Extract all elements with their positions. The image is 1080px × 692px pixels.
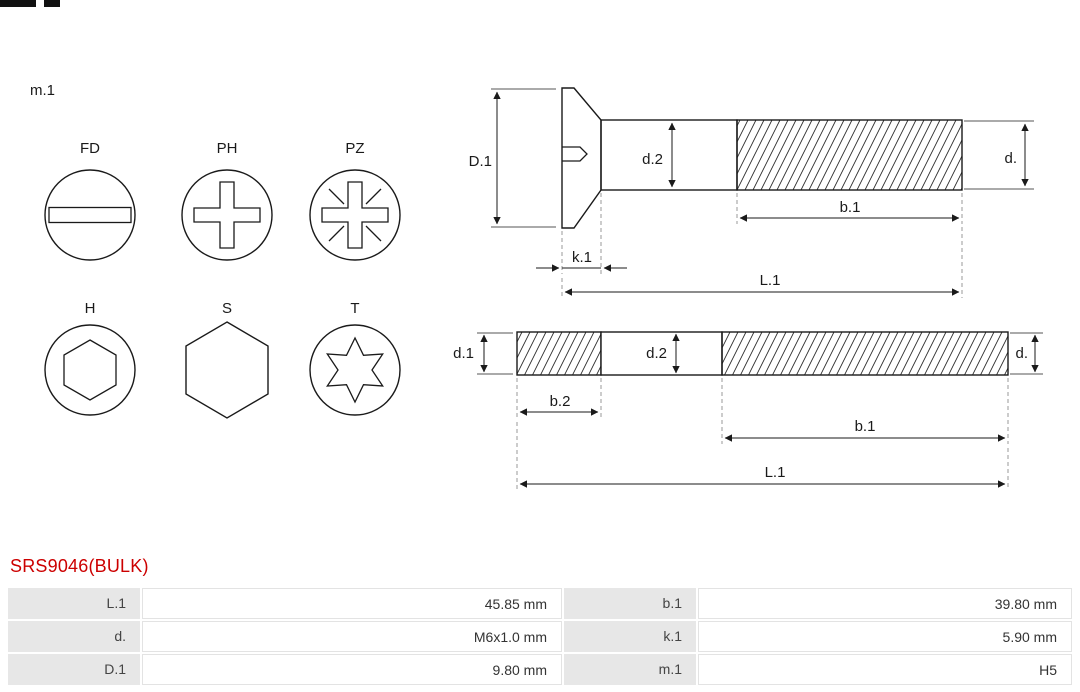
spec-value-cell: 9.80 mm bbox=[142, 654, 562, 685]
part-number: SRS9046(BULK) bbox=[10, 556, 149, 576]
spec-value-cell: H5 bbox=[698, 654, 1072, 685]
dim-b1-label: b.1 bbox=[855, 418, 876, 435]
drive-s-label: S bbox=[222, 300, 232, 317]
drive-h-hex-socket-icon: H bbox=[44, 300, 136, 416]
spec-label-cell: b.1 bbox=[564, 588, 696, 619]
drive-t-label: T bbox=[350, 300, 359, 317]
spec-value-cell: 45.85 mm bbox=[142, 588, 562, 619]
drive-s-hex-head-icon: S bbox=[185, 300, 269, 419]
corner-mark bbox=[44, 0, 60, 7]
dim-k1-label: k.1 bbox=[572, 249, 592, 266]
corner-mark bbox=[0, 0, 36, 7]
drive-fd-slotted-icon: FD bbox=[44, 140, 136, 261]
technical-drawing: m.1 FD PH PZ H bbox=[30, 82, 1043, 490]
drive-pz-pozidriv-icon: PZ bbox=[309, 140, 401, 261]
m1-label: m.1 bbox=[30, 82, 55, 99]
spec-label-cell: L.1 bbox=[8, 588, 140, 619]
dim-b2-label: b.2 bbox=[550, 393, 571, 410]
dim-d2-label: d.2 bbox=[642, 151, 663, 168]
countersunk-screw-drawing: D.1 d.2 d. b.1 k.1 L.1 bbox=[469, 87, 1034, 298]
drive-pz-label: PZ bbox=[345, 140, 364, 157]
dim-d2-label: d.2 bbox=[646, 345, 667, 362]
drive-type-icons: FD PH PZ H S bbox=[44, 140, 401, 419]
drive-t-torx-icon: T bbox=[309, 300, 401, 416]
drive-fd-label: FD bbox=[80, 140, 100, 157]
spec-value-cell: 39.80 mm bbox=[698, 588, 1072, 619]
spec-label-cell: D.1 bbox=[8, 654, 140, 685]
dim-d-label: d. bbox=[1015, 345, 1028, 362]
dim-L1-label: L.1 bbox=[765, 464, 786, 481]
spec-value-cell: 5.90 mm bbox=[698, 621, 1072, 652]
spec-label-cell: m.1 bbox=[564, 654, 696, 685]
spec-label-cell: k.1 bbox=[564, 621, 696, 652]
dim-D1-label: D.1 bbox=[469, 153, 492, 170]
dim-b1-label: b.1 bbox=[840, 199, 861, 216]
spec-value-cell: M6x1.0 mm bbox=[142, 621, 562, 652]
drive-h-label: H bbox=[85, 300, 96, 317]
stud-drawing: d.1 d.2 d. b.2 b.1 L.1 bbox=[453, 331, 1043, 490]
drive-ph-phillips-icon: PH bbox=[181, 140, 273, 261]
spec-table: L.1 45.85 mm b.1 39.80 mm d. M6x1.0 mm k… bbox=[8, 588, 1072, 685]
dim-d-label: d. bbox=[1004, 150, 1017, 167]
drive-ph-label: PH bbox=[217, 140, 238, 157]
dim-d1-label: d.1 bbox=[453, 345, 474, 362]
spec-label-cell: d. bbox=[8, 621, 140, 652]
dim-L1-label: L.1 bbox=[760, 272, 781, 289]
